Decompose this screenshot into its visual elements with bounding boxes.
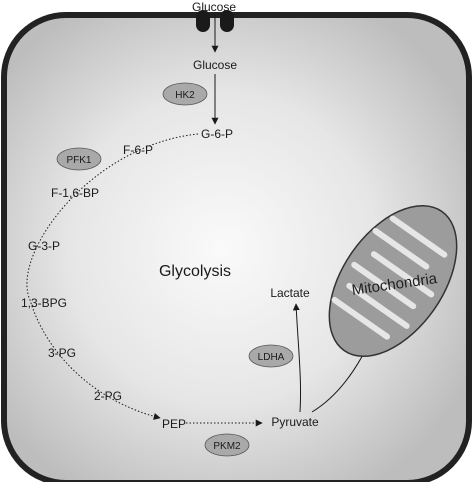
glucose-transporter — [196, 10, 234, 32]
pfk1-enzyme: PFK1 — [56, 147, 102, 171]
pkm2-enzyme: PKM2 — [204, 433, 250, 457]
ldha-enzyme: LDHA — [248, 344, 294, 368]
lactate-label: Lactate — [270, 286, 310, 300]
pep-label: PEP — [162, 417, 186, 431]
pathway-title: Glycolysis — [159, 263, 231, 280]
pfk1-label: PFK1 — [66, 155, 91, 166]
f16bp-label: F-1,6-BP — [51, 186, 99, 200]
cell-membrane — [1, 12, 472, 482]
g3p-label: G-3-P — [28, 239, 60, 253]
glucose-label: Glucose — [193, 58, 237, 72]
mitochondrion — [328, 204, 458, 358]
bpg13-label: 1,3-BPG — [21, 296, 67, 310]
mitochondria-cristae — [331, 215, 448, 340]
ldha-reaction-arrow — [292, 303, 302, 413]
hk2-label: HK2 — [175, 90, 195, 101]
pg3-label: 3-PG — [48, 346, 76, 360]
f6p-label: F-6-P — [123, 143, 153, 157]
hk2-enzyme: HK2 — [162, 82, 208, 106]
glucose-outside-label: Glucose — [192, 0, 236, 14]
pkm2-label: PKM2 — [213, 441, 241, 452]
g6p-label: G-6-P — [201, 127, 233, 141]
pg2-label: 2-PG — [94, 389, 122, 403]
ldha-label: LDHA — [258, 352, 285, 363]
pyruvate-label: Pyruvate — [271, 415, 319, 429]
